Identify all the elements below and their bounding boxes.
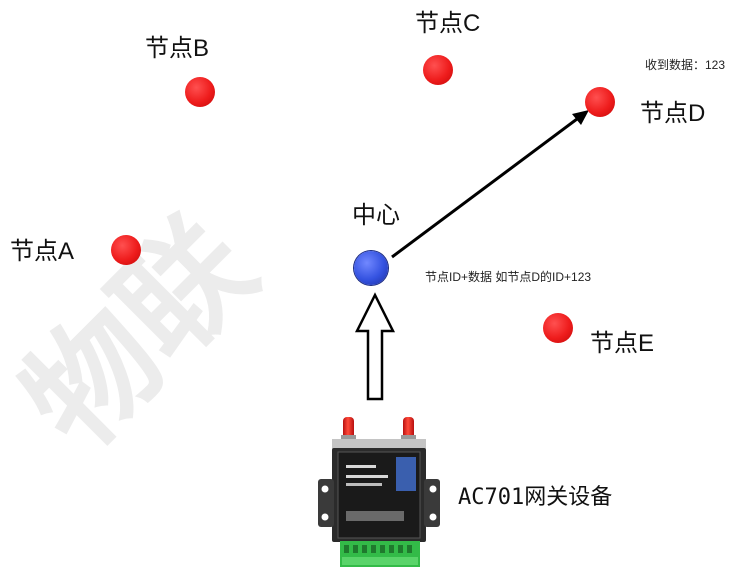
terminal-slot — [371, 545, 376, 553]
terminal-pins — [342, 557, 418, 565]
terminal-slot — [407, 545, 412, 553]
antenna-right — [403, 417, 414, 439]
center-dot — [354, 251, 388, 285]
upload-hollow-arrow — [354, 292, 396, 401]
gateway-device-image — [318, 417, 440, 567]
mounting-hole — [429, 485, 437, 493]
terminal-slot — [380, 545, 385, 553]
antenna-base-left — [341, 435, 356, 441]
device-label-line — [346, 483, 382, 486]
antenna-base-right — [401, 435, 416, 441]
node-e-dot — [543, 313, 573, 343]
terminal-slot — [362, 545, 367, 553]
node-a-label: 节点A — [10, 238, 75, 265]
device-label-line — [346, 475, 388, 478]
mounting-hole — [321, 513, 329, 521]
device-flange-left — [318, 479, 334, 527]
node-d-dot — [585, 87, 615, 117]
device-status-panel — [396, 457, 416, 491]
terminal-slot — [398, 545, 403, 553]
send-arrow-line — [391, 117, 578, 259]
antenna-left — [343, 417, 354, 439]
node-b-dot — [185, 77, 215, 107]
terminal-slot — [353, 545, 358, 553]
device-label-line — [346, 465, 376, 468]
received-data-note: 收到数据：123 — [645, 58, 726, 72]
node-c-label: 节点C — [415, 10, 481, 37]
device-flange-right — [424, 479, 440, 527]
center-label: 中心 — [352, 202, 400, 229]
device-info-strip — [346, 511, 404, 521]
mounting-hole — [429, 513, 437, 521]
node-b-label: 节点B — [145, 35, 210, 62]
mounting-hole — [321, 485, 329, 493]
terminal-slot — [389, 545, 394, 553]
terminal-slot — [344, 545, 349, 553]
send-arrow-head — [572, 110, 589, 125]
device-top-plate — [332, 439, 426, 449]
gateway-label: AC701网关设备 — [458, 485, 613, 510]
node-d-label: 节点D — [640, 100, 706, 127]
node-c-dot — [423, 55, 453, 85]
node-e-label: 节点E — [590, 330, 655, 357]
payload-note: 节点ID+数据 如节点D的ID+123 — [425, 270, 592, 284]
node-a-dot — [111, 235, 141, 265]
